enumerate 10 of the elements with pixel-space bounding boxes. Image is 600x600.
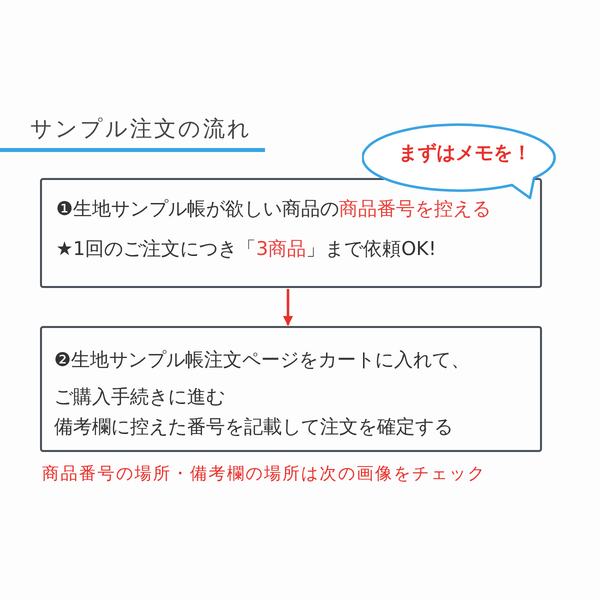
step-box — [40, 326, 542, 452]
arrow — [283, 289, 293, 326]
step-text: ❷生地サンプル帳注文ページをカートに入れて、ご購入手続きに進む — [54, 348, 472, 410]
step-text: ★1回のご注文につき「3商品」まで依頼OK! — [56, 238, 436, 261]
title: サンプル注文の流れ — [30, 116, 252, 144]
note-text: 商品番号の場所・備考欄の場所は次の画像をチェック — [42, 463, 486, 485]
step-box — [40, 178, 542, 288]
step-text: ❶生地サンプル帳が欲しい商品の商品番号を控える — [56, 198, 492, 221]
step-text: 備考欄に控えた番号を記載して注文を確定する — [54, 416, 453, 439]
speech-text: まずはメモを！ — [398, 141, 532, 166]
